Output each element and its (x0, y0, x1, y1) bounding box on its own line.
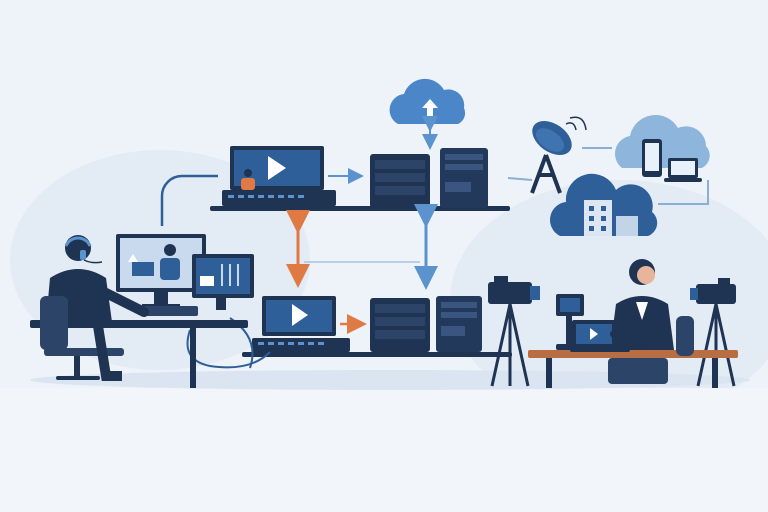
right-presenter-station (528, 259, 738, 388)
cloud-devices-icon (614, 115, 710, 182)
video-camera-icon (488, 276, 540, 387)
tablet-icon (642, 139, 662, 177)
play-icon (268, 156, 286, 180)
video-camera-icon (690, 278, 736, 387)
top-encoder-unit (222, 190, 336, 206)
bottom-encoder-unit (252, 338, 350, 352)
laptop-icon (664, 158, 702, 182)
headset-icon (64, 236, 103, 264)
server-rack-icon (370, 296, 482, 352)
cloud-building-icon (550, 173, 658, 236)
satellite-dish-icon (530, 116, 587, 194)
small-operator-figure (241, 169, 255, 190)
desk-to-encoder-link (160, 174, 218, 226)
laptop-icon (570, 320, 630, 352)
bottom-shelf (242, 352, 512, 357)
left-operator-station (30, 234, 254, 388)
server-rack-icon (370, 148, 488, 208)
play-icon (292, 304, 308, 326)
cloud-upload-icon (389, 78, 466, 124)
play-icon (590, 328, 598, 340)
bottom-media-monitor (262, 296, 336, 336)
